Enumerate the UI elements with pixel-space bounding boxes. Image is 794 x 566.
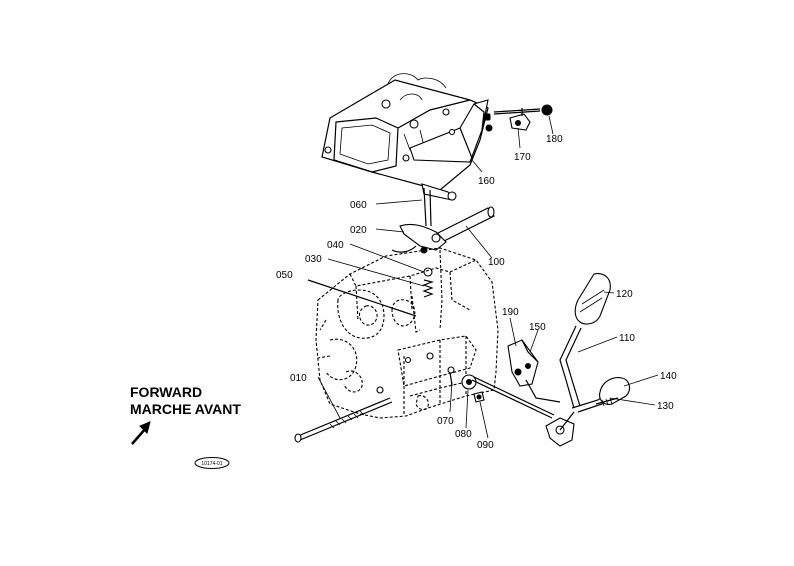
- spring-030: [422, 279, 435, 298]
- callout-030: 030: [305, 254, 322, 265]
- leader-lines: [317, 115, 659, 439]
- callout-150: 150: [529, 322, 546, 333]
- callout-120: 120: [616, 289, 633, 300]
- washer-080: [461, 374, 477, 390]
- linkage-rod: [471, 376, 555, 419]
- reference-code: 10174-01: [201, 461, 222, 467]
- forward-label: FORWARD: [130, 384, 202, 400]
- screw-090: [473, 391, 485, 403]
- shift-shaft-060: [421, 183, 457, 227]
- shaft-100: [435, 206, 495, 243]
- callout-070: 070: [437, 416, 454, 427]
- callout-130: 130: [657, 401, 674, 412]
- callout-180: 180: [546, 134, 563, 145]
- lever-110: [545, 325, 615, 447]
- forward-direction-indicator: FORWARD MARCHE AVANT: [130, 384, 241, 445]
- callout-170: 170: [514, 152, 531, 163]
- callout-160: 160: [478, 176, 495, 187]
- clip-170: [509, 108, 531, 131]
- callout-110: 110: [619, 333, 635, 344]
- callout-050: 050: [276, 270, 293, 281]
- callout-060: 060: [350, 200, 367, 211]
- callout-010: 010: [290, 373, 307, 384]
- bolt-180: [493, 104, 553, 116]
- clip-190: [525, 379, 561, 403]
- callout-140: 140: [660, 371, 677, 382]
- callout-090: 090: [477, 440, 494, 451]
- pedal-pad-120: [574, 273, 611, 325]
- callout-080: 080: [455, 429, 472, 440]
- callout-190: 190: [502, 307, 519, 318]
- shaft-050: [307, 279, 417, 317]
- reference-stamp: 10174-01: [194, 457, 230, 469]
- callout-040: 040: [327, 240, 344, 251]
- transmission-case: [315, 247, 499, 419]
- callout-100: 100: [488, 257, 505, 268]
- pin-070: [447, 366, 455, 387]
- bracket-160: [409, 99, 493, 163]
- shift-fork-020: [391, 223, 447, 254]
- marche-avant-label: MARCHE AVANT: [130, 401, 241, 417]
- rod-010: [294, 397, 393, 443]
- bracket-150: [507, 339, 539, 387]
- forward-arrow-icon: [131, 421, 151, 445]
- callout-020: 020: [350, 225, 367, 236]
